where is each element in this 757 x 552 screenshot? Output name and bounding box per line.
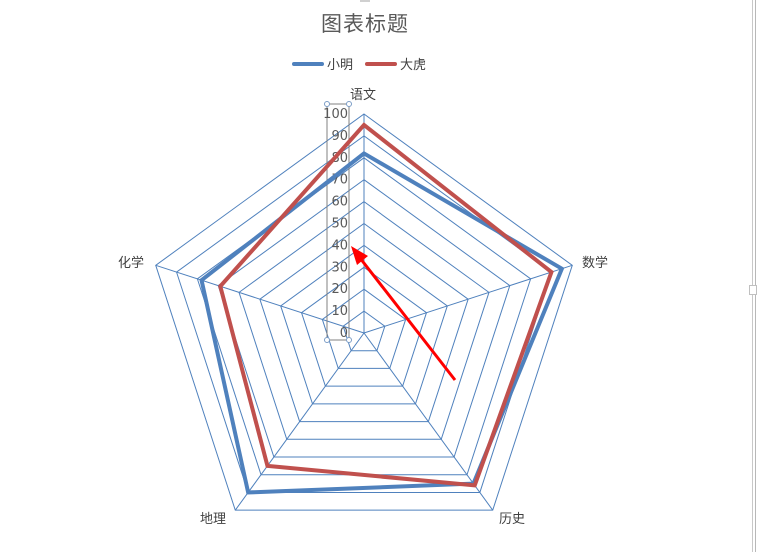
- axis-label-history: 历史: [499, 512, 526, 527]
- grid-ring: [238, 200, 490, 440]
- radial-tick-label: 60: [331, 195, 348, 210]
- grid-ring: [321, 288, 407, 369]
- selection-handle-icon[interactable]: [324, 101, 330, 107]
- chart-selection-border: [752, 0, 756, 552]
- legend-item-xiaoming[interactable]: 小明: [292, 54, 353, 73]
- selection-handle-icon[interactable]: [346, 337, 352, 343]
- selection-handle-icon[interactable]: [346, 101, 352, 107]
- axis-label-chinese: 语文: [350, 88, 377, 103]
- radial-tick-label: 90: [331, 129, 348, 144]
- chart-resize-handle-right[interactable]: [749, 285, 757, 295]
- grid-ring: [342, 310, 386, 352]
- axis-label-chemistry: 化学: [118, 256, 145, 271]
- grid-ring: [217, 179, 511, 458]
- grid-ring: [300, 266, 428, 387]
- radial-tick-label: 0: [340, 326, 348, 341]
- arrow-head-icon: [351, 246, 368, 265]
- axis-label-geography: 地理: [200, 512, 227, 527]
- radial-tick-label: 50: [331, 217, 348, 232]
- chart-legend[interactable]: 小明 大虎: [292, 54, 438, 73]
- legend-swatch-dahu: [365, 61, 398, 66]
- selection-handle-icon[interactable]: [324, 337, 330, 343]
- radial-tick-label: 100: [323, 107, 348, 122]
- chart-resize-handle-top[interactable]: [360, 0, 370, 2]
- grid-spoke: [363, 264, 573, 334]
- series-line-dahu[interactable]: [218, 122, 554, 488]
- grid-ring: [280, 244, 448, 405]
- grid-spoke: [234, 332, 365, 511]
- legend-label-dahu: 大虎: [400, 58, 427, 73]
- grid-spoke: [363, 332, 494, 511]
- axis-label-selection-box[interactable]: [326, 103, 350, 341]
- radial-tick-label: 10: [331, 304, 348, 319]
- annotation-arrow-shaft[interactable]: [358, 257, 457, 381]
- legend-swatch-xiaoming: [292, 61, 324, 66]
- legend-item-dahu[interactable]: 大虎: [365, 54, 426, 73]
- grid-ring: [259, 222, 469, 423]
- series-line-xiaoming[interactable]: [199, 151, 565, 495]
- radial-tick-label: 20: [331, 282, 348, 297]
- radial-tick-label: 40: [331, 238, 348, 253]
- radial-tick-label: 30: [331, 260, 348, 275]
- axis-label-math: 数学: [582, 256, 609, 271]
- grid-spoke: [155, 264, 365, 334]
- legend-label-xiaoming: 小明: [327, 58, 354, 73]
- chart-title[interactable]: 图表标题: [321, 12, 409, 36]
- grid-ring: [155, 113, 573, 511]
